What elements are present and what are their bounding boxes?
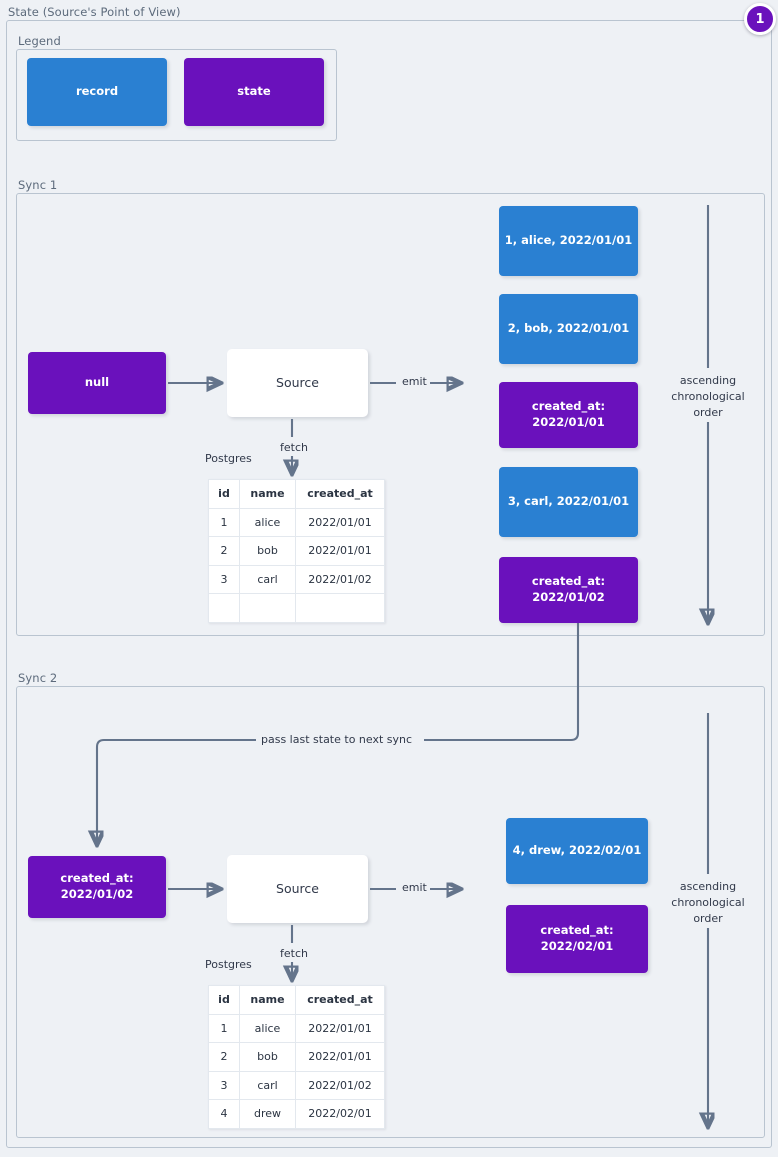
cell-id — [208, 593, 240, 623]
table-row: 1 alice 2022/01/01 — [208, 507, 385, 537]
diagram-title: State (Source's Point of View) — [8, 5, 181, 19]
cell-id: 4 — [208, 1099, 240, 1129]
sync1-db-label: Postgres — [205, 452, 252, 465]
cell-name: alice — [239, 507, 296, 537]
cell-name: drew — [239, 1099, 296, 1129]
sync2-th-created: created_at — [295, 985, 385, 1015]
sync1-emitted-state-1-line1: created_at: — [531, 399, 606, 414]
sync2-input-state: created_at: 2022/01/02 — [28, 856, 166, 918]
sync1-emitted-record-3: 3, carl, 2022/01/01 — [499, 467, 638, 537]
cell-created-at: 2022/01/01 — [295, 507, 385, 537]
sync2-source: Source — [227, 855, 368, 923]
sync2-emitted-state-1-line1: created_at: — [540, 923, 614, 938]
sync2-emitted-record-1-label: 4, drew, 2022/02/01 — [512, 843, 642, 858]
sync2-postgres-table: id name created_at 1 alice 2022/01/01 2 … — [208, 985, 385, 1129]
sync1-input-state: null — [28, 352, 166, 414]
cell-created-at: 2022/01/02 — [295, 564, 385, 594]
table-row: 3 carl 2022/01/02 — [208, 1070, 385, 1100]
step-badge-label: 1 — [755, 11, 765, 27]
legend-label: Legend — [18, 34, 61, 48]
table-row — [208, 593, 385, 623]
sync1-emitted-record-1: 1, alice, 2022/01/01 — [499, 206, 638, 276]
legend-item-state-label: state — [237, 84, 271, 99]
cell-name — [239, 593, 296, 623]
cell-created-at: 2022/01/01 — [295, 1042, 385, 1072]
cell-name: carl — [239, 564, 296, 594]
sync1-input-state-label: null — [84, 375, 110, 390]
sync1-emitted-record-2-label: 2, bob, 2022/01/01 — [507, 321, 630, 336]
sync1-emitted-record-2: 2, bob, 2022/01/01 — [499, 294, 638, 364]
sync2-emitted-state-1-line2: 2022/02/01 — [540, 939, 614, 953]
table-header-row: id name created_at — [208, 985, 385, 1015]
sync2-emit-label: emit — [399, 881, 430, 894]
cell-name: carl — [239, 1070, 296, 1100]
cell-created-at — [295, 593, 385, 623]
step-badge[interactable]: 1 — [744, 3, 776, 35]
sync1-fetch-label: fetch — [277, 441, 311, 454]
sync1-order-note-line1: ascending — [679, 374, 737, 387]
sync1-label: Sync 1 — [18, 178, 58, 192]
table-row: 4 drew 2022/02/01 — [208, 1099, 385, 1129]
cell-name: bob — [239, 1042, 296, 1072]
table-row: 2 bob 2022/01/01 — [208, 1042, 385, 1072]
table-header-row: id name created_at — [208, 479, 385, 509]
sync2-order-note: ascending chronological order — [660, 879, 756, 927]
sync2-input-state-line2: 2022/01/02 — [60, 887, 134, 901]
cell-name: alice — [239, 1013, 296, 1043]
table-row: 1 alice 2022/01/01 — [208, 1013, 385, 1043]
sync1-source-label: Source — [276, 374, 319, 390]
cell-created-at: 2022/02/01 — [295, 1099, 385, 1129]
sync1-emitted-record-1-label: 1, alice, 2022/01/01 — [504, 233, 633, 248]
cell-name: bob — [239, 536, 296, 566]
cell-id: 1 — [208, 1013, 240, 1043]
sync1-emitted-state-1: created_at: 2022/01/01 — [499, 382, 638, 448]
cell-created-at: 2022/01/01 — [295, 1013, 385, 1043]
sync1-th-id: id — [208, 479, 240, 509]
sync2-order-note-line3: order — [693, 911, 723, 925]
legend-item-record-label: record — [75, 84, 119, 99]
sync2-input-state-line1: created_at: — [60, 871, 134, 886]
sync2-db-label: Postgres — [205, 958, 252, 971]
sync1-emitted-state-2: created_at: 2022/01/02 — [499, 557, 638, 623]
cell-id: 3 — [208, 564, 240, 594]
sync1-source: Source — [227, 349, 368, 417]
sync1-emitted-state-2-line2: 2022/01/02 — [532, 590, 605, 604]
sync2-th-id: id — [208, 985, 240, 1015]
sync2-label: Sync 2 — [18, 671, 58, 685]
pass-state-label: pass last state to next sync — [258, 733, 416, 746]
sync1-th-name: name — [239, 479, 296, 509]
sync2-th-name: name — [239, 985, 296, 1015]
sync2-source-label: Source — [276, 880, 319, 896]
table-row: 2 bob 2022/01/01 — [208, 536, 385, 566]
cell-created-at: 2022/01/02 — [295, 1070, 385, 1100]
sync2-order-note-line1: ascending — [679, 880, 737, 893]
sync1-emitted-record-3-label: 3, carl, 2022/01/01 — [507, 494, 630, 509]
sync1-th-created: created_at — [295, 479, 385, 509]
sync1-emit-label: emit — [399, 375, 430, 388]
cell-id: 2 — [208, 1042, 240, 1072]
sync1-emitted-state-2-line1: created_at: — [531, 574, 606, 589]
legend-item-state: state — [184, 58, 324, 126]
sync2-order-note-line2: chronological — [671, 895, 745, 909]
cell-created-at: 2022/01/01 — [295, 536, 385, 566]
sync1-order-note-line2: chronological — [671, 389, 745, 403]
sync1-group — [16, 193, 765, 636]
cell-id: 3 — [208, 1070, 240, 1100]
sync1-emitted-state-1-line2: 2022/01/01 — [532, 415, 605, 429]
sync2-emitted-state-1: created_at: 2022/02/01 — [506, 905, 648, 973]
cell-id: 1 — [208, 507, 240, 537]
sync2-fetch-label: fetch — [277, 947, 311, 960]
sync1-order-note-line3: order — [693, 405, 723, 419]
legend-item-record: record — [27, 58, 167, 126]
sync1-order-note: ascending chronological order — [660, 373, 756, 421]
table-row: 3 carl 2022/01/02 — [208, 564, 385, 594]
sync2-emitted-record-1: 4, drew, 2022/02/01 — [506, 818, 648, 884]
cell-id: 2 — [208, 536, 240, 566]
sync1-postgres-table: id name created_at 1 alice 2022/01/01 2 … — [208, 479, 385, 623]
